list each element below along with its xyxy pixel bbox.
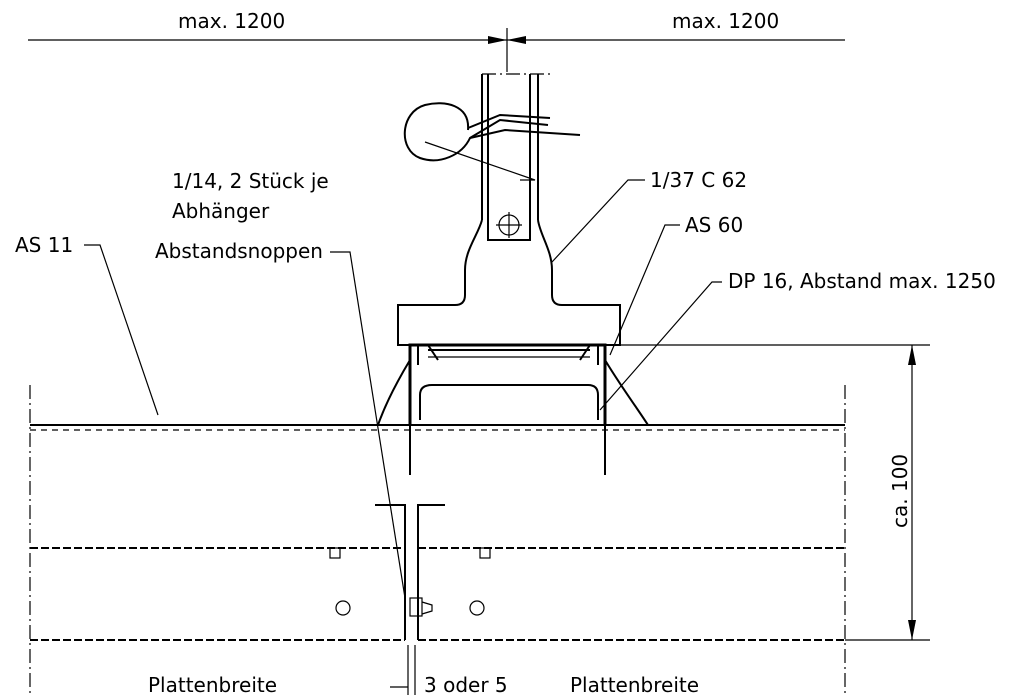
top-dimension-line	[28, 28, 845, 75]
as60-label: AS 60	[685, 213, 743, 237]
hanger-label: 1/37 C 62	[650, 168, 747, 192]
dim-right-label: max. 1200	[672, 9, 779, 33]
dim-left-label: max. 1200	[178, 9, 285, 33]
clamp-profile	[408, 343, 607, 425]
height-dimension	[620, 344, 930, 641]
panel-right-label: Plattenbreite	[570, 673, 699, 695]
panel-joint	[375, 504, 445, 695]
pin-label-line2: Abhänger	[172, 199, 270, 223]
spacer-label: Abstandsnoppen	[155, 239, 323, 263]
height-label: ca. 100	[888, 454, 912, 528]
as11-label: AS 11	[15, 233, 73, 257]
spring-clip	[377, 359, 649, 475]
pin-label: 1/14, 2 Stück je	[172, 169, 329, 193]
gap-label: 3 oder 5	[424, 673, 508, 695]
safety-pin	[403, 102, 581, 162]
upper-panel	[30, 424, 845, 431]
hanger-body	[397, 74, 621, 346]
lower-panel	[30, 547, 845, 641]
leader-lines	[84, 141, 722, 688]
panel-left-label: Plattenbreite	[148, 673, 277, 695]
dp16-label: DP 16, Abstand max. 1250	[728, 269, 996, 293]
